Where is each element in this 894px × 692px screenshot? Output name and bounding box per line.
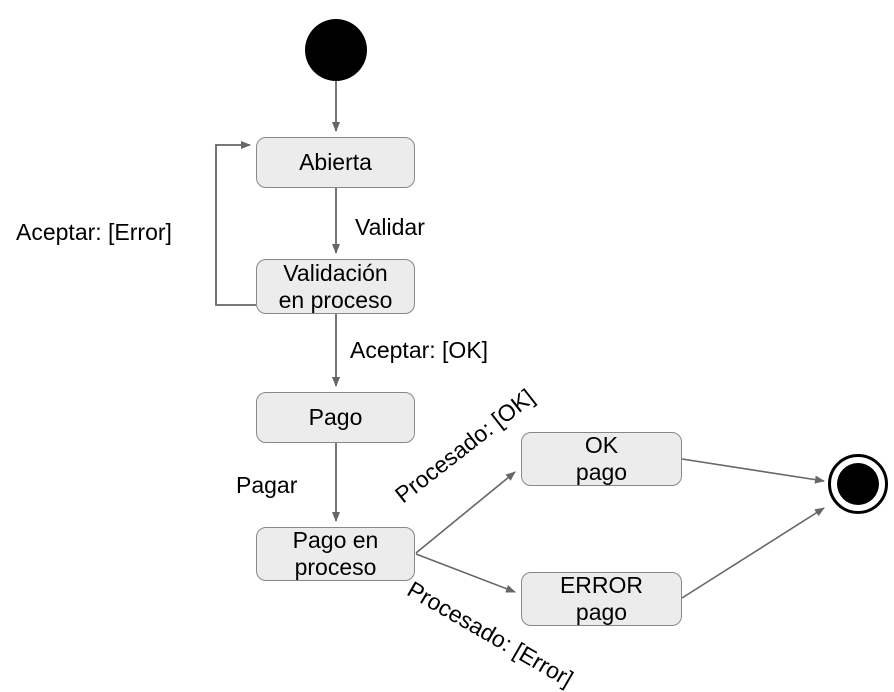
transition-pago-en-proceso-to-error-pago — [415, 553, 516, 593]
transition-pago-en-proceso-to-ok-pago — [415, 471, 516, 554]
state-node-error-pago[interactable]: ERROR pago — [521, 572, 682, 626]
transition-label-aceptar-error: Aceptar: [Error] — [16, 219, 172, 245]
transition-error-pago-to-final — [681, 507, 825, 599]
transition-label-pagar: Pagar — [236, 472, 298, 498]
state-label-line1: Pago — [308, 404, 363, 430]
state-node-ok-pago[interactable]: OK pago — [521, 432, 682, 486]
state-label-line1: Pago en — [292, 527, 379, 553]
transition-label-validar: Validar — [355, 214, 425, 240]
state-label-line2: en proceso — [278, 286, 393, 313]
state-label-line2: pago — [575, 599, 628, 625]
initial-state-node[interactable] — [305, 19, 367, 81]
state-label-line1: Validación — [283, 259, 388, 286]
transition-label-aceptar-ok: Aceptar: [OK] — [350, 337, 489, 363]
final-state-node[interactable] — [828, 454, 888, 514]
state-label-line1: ERROR — [559, 572, 644, 598]
transition-ok-pago-to-final — [681, 458, 825, 484]
state-label-line2: proceso — [294, 554, 377, 580]
state-node-validacion-en-proceso[interactable]: Validación en proceso — [256, 259, 415, 314]
final-state-inner-disc — [837, 463, 879, 505]
state-node-pago-en-proceso[interactable]: Pago en proceso — [256, 527, 415, 581]
state-node-abierta[interactable]: Abierta — [256, 137, 415, 188]
state-label-line1: OK — [584, 432, 619, 458]
state-label-line2: pago — [575, 459, 628, 485]
state-node-pago[interactable]: Pago — [256, 392, 415, 443]
state-label-line1: Abierta — [299, 149, 372, 175]
transition-validacion-to-abierta — [215, 141, 256, 306]
